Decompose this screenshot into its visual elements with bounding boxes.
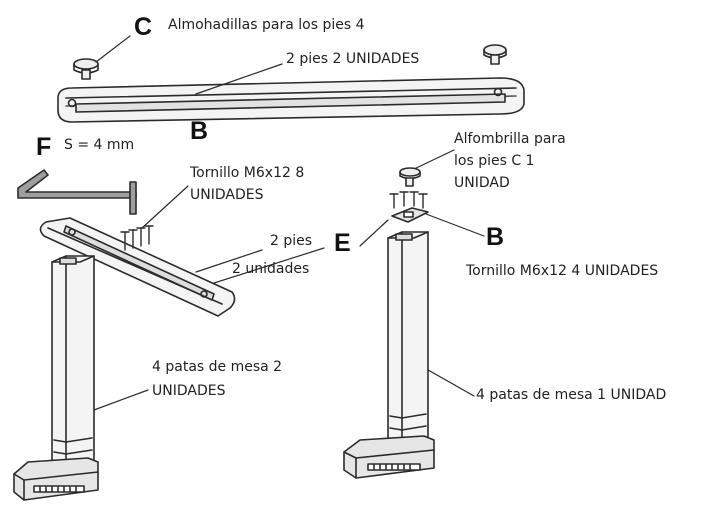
label-feet-mid-line2: 2 unidades (232, 260, 309, 279)
label-screw-right: Tornillo M6x12 4 UNIDADES (466, 262, 658, 281)
screws-right (390, 192, 427, 208)
letter-b-right: B (486, 224, 504, 250)
foot-pad-left (74, 59, 98, 79)
mat-pad-right (400, 168, 420, 186)
letter-f: F (36, 134, 51, 160)
label-feet-top: 2 pies 2 UNIDADES (286, 50, 419, 69)
label-legs-left-line2: UNIDADES (152, 382, 225, 401)
top-foot-bar (58, 78, 524, 122)
foot-pad-right (484, 45, 506, 64)
label-mat-line1: Alfombrilla para (454, 130, 566, 149)
letter-b-top: B (190, 118, 208, 144)
right-table-leg (344, 232, 434, 478)
label-mat-line3: UNIDAD (454, 174, 510, 193)
hex-key (18, 170, 136, 214)
label-feet-mid-line1: 2 pies (270, 232, 312, 251)
label-hex-size: S = 4 mm (64, 136, 134, 155)
left-table-leg (14, 256, 98, 500)
label-mat-line2: los pies C 1 (454, 152, 534, 171)
mount-plate-right (392, 208, 428, 222)
label-screw-left-line1: Tornillo M6x12 8 (190, 164, 304, 183)
letter-c: C (134, 14, 152, 40)
label-legs-right: 4 patas de mesa 1 UNIDAD (476, 386, 666, 405)
label-legs-left-line1: 4 patas de mesa 2 (152, 358, 282, 377)
letter-e: E (334, 230, 351, 256)
label-screw-left-line2: UNIDADES (190, 186, 263, 205)
label-foot-pads: Almohadillas para los pies 4 (168, 16, 365, 35)
